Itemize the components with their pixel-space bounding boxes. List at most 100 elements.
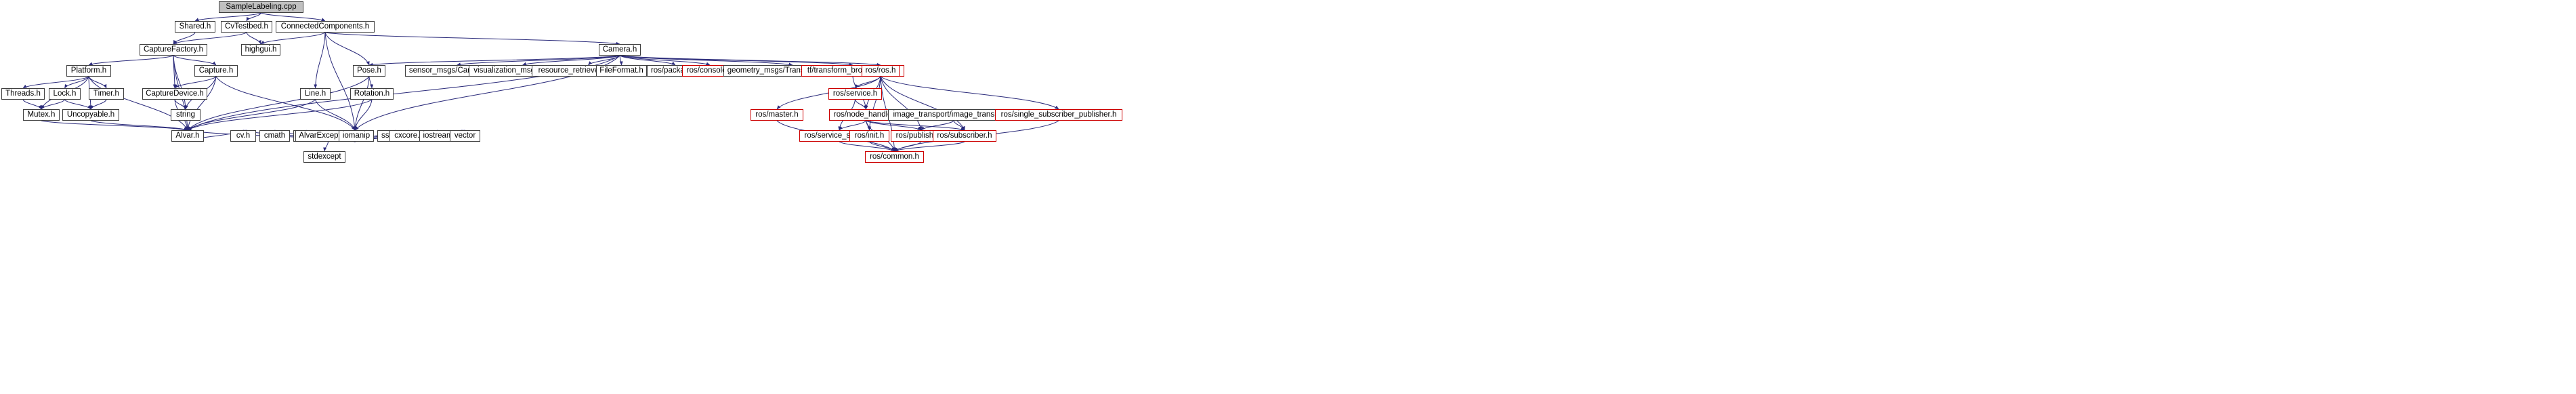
- graph-node-ros_single_subscriber_publisher[interactable]: ros/single_subscriber_publisher.h: [995, 109, 1122, 121]
- graph-edge: [41, 99, 65, 110]
- graph-edge: [866, 120, 871, 131]
- graph-node-capturedevice[interactable]: CaptureDevice.h: [142, 88, 207, 100]
- graph-node-lock[interactable]: Lock.h: [49, 88, 81, 100]
- graph-node-camera[interactable]: Camera.h: [599, 44, 641, 56]
- graph-node-uncopyable[interactable]: Uncopyable.h: [62, 109, 119, 121]
- graph-node-pose[interactable]: Pose.h: [353, 65, 385, 77]
- graph-node-label: ros/service.h: [832, 89, 878, 98]
- graph-edge: [866, 120, 922, 131]
- graph-edge: [173, 32, 196, 45]
- graph-node-threads[interactable]: Threads.h: [1, 88, 45, 100]
- graph-node-highgui[interactable]: highgui.h: [241, 44, 280, 56]
- graph-node-ros_subscriber[interactable]: ros/subscriber.h: [933, 130, 996, 142]
- graph-edge: [323, 141, 329, 152]
- graph-edge: [839, 120, 866, 131]
- graph-node-label: ros/master.h: [755, 110, 799, 119]
- graph-node-capturefactory[interactable]: CaptureFactory.h: [140, 44, 207, 56]
- graph-node-ros_service[interactable]: ros/service.h: [828, 88, 882, 100]
- graph-node-shared[interactable]: Shared.h: [175, 21, 215, 33]
- graph-node-connectedcomponents[interactable]: ConnectedComponents.h: [276, 21, 375, 33]
- graph-node-label: image_transport/image_transport.h: [893, 110, 1015, 119]
- graph-node-platform[interactable]: Platform.h: [66, 65, 111, 77]
- graph-edge: [215, 76, 356, 131]
- graph-node-label: Line.h: [304, 89, 326, 98]
- graph-node-label: CaptureFactory.h: [144, 45, 203, 54]
- graph-edge: [880, 76, 965, 131]
- graph-edge: [187, 99, 316, 131]
- graph-node-iomanip[interactable]: iomanip: [339, 130, 374, 142]
- graph-node-rotation[interactable]: Rotation.h: [350, 88, 394, 100]
- graph-edge: [324, 32, 357, 131]
- graph-edge: [921, 120, 954, 131]
- graph-node-cv[interactable]: cv.h: [230, 130, 256, 142]
- graph-node-label: ros/node_handle.h: [833, 110, 899, 119]
- graph-node-vector[interactable]: vector: [450, 130, 480, 142]
- graph-edge: [246, 12, 261, 22]
- graph-edge: [173, 55, 217, 66]
- graph-edge: [64, 99, 91, 110]
- graph-edge: [457, 55, 620, 66]
- graph-edge: [368, 76, 374, 89]
- graph-node-label: sensor_msgs/CameraInfo.h: [408, 66, 505, 75]
- graph-edge: [187, 99, 373, 131]
- graph-node-label: geometry_msgs/TransformStamped.h: [727, 66, 858, 75]
- graph-node-label: ros/single_subscriber_publisher.h: [1000, 110, 1117, 119]
- graph-edge: [260, 32, 326, 45]
- graph-node-label: cxcore.h: [394, 131, 424, 140]
- graph-node-samplelabeling[interactable]: SampleLabeling.cpp: [219, 1, 303, 13]
- graph-node-label: ros/common.h: [870, 152, 919, 161]
- graph-node-cvtestbed[interactable]: CvTestbed.h: [221, 21, 272, 33]
- graph-node-stdexcept[interactable]: stdexcept: [303, 151, 345, 163]
- graph-node-ros_ros[interactable]: ros/ros.h: [862, 65, 900, 77]
- graph-edge: [619, 55, 853, 66]
- graph-node-mutex[interactable]: Mutex.h: [23, 109, 60, 121]
- graph-node-label: resource_retriever/retriever.h: [538, 66, 639, 75]
- graph-node-iostream[interactable]: iostream: [419, 130, 457, 142]
- graph-edge: [368, 55, 620, 66]
- graph-node-label: Pose.h: [357, 66, 381, 75]
- graph-node-alvar[interactable]: Alvar.h: [171, 130, 204, 142]
- graph-node-label: ros/publisher.h: [895, 131, 947, 140]
- graph-edge: [64, 76, 89, 89]
- graph-node-label: Timer.h: [93, 89, 119, 98]
- graph-node-image_transport[interactable]: image_transport/image_transport.h: [888, 109, 1019, 121]
- graph-edge: [619, 55, 623, 66]
- graph-node-label: Rotation.h: [354, 89, 390, 98]
- graph-node-label: ConnectedComponents.h: [280, 22, 370, 31]
- graph-node-capture[interactable]: Capture.h: [194, 65, 238, 77]
- graph-edge: [90, 120, 188, 131]
- graph-node-ros_init[interactable]: ros/init.h: [849, 130, 889, 142]
- graph-node-string[interactable]: string: [171, 109, 200, 121]
- graph-node-label: ros/console.h: [686, 66, 734, 75]
- graph-node-ros_master[interactable]: ros/master.h: [751, 109, 803, 121]
- graph-node-label: ros/ros.h: [865, 66, 896, 75]
- graph-node-label: string: [175, 110, 196, 119]
- graph-node-ros_node_handle[interactable]: ros/node_handle.h: [829, 109, 903, 121]
- graph-node-label: highgui.h: [245, 45, 277, 54]
- graph-edge: [173, 32, 247, 45]
- graph-edge: [324, 32, 370, 66]
- graph-node-label: Capture.h: [198, 66, 234, 75]
- graph-edge: [619, 55, 676, 66]
- graph-edge: [246, 32, 261, 45]
- graph-edge: [855, 99, 867, 110]
- graph-node-line[interactable]: Line.h: [300, 88, 331, 100]
- graph-node-label: Threads.h: [5, 89, 41, 98]
- graph-edge: [894, 141, 965, 152]
- graph-node-label: Camera.h: [602, 45, 637, 54]
- graph-node-label: Lock.h: [53, 89, 77, 98]
- graph-node-timer[interactable]: Timer.h: [89, 88, 124, 100]
- graph-edge: [22, 99, 42, 110]
- graph-node-label: ros/subscriber.h: [937, 131, 992, 140]
- graph-node-label: ros/service_server.h: [804, 131, 874, 140]
- graph-edge: [88, 76, 107, 89]
- graph-node-label: SampleLabeling.cpp: [226, 2, 297, 11]
- graph-edge: [314, 32, 326, 89]
- graph-node-cmath[interactable]: cmath: [259, 130, 290, 142]
- graph-node-fileformat[interactable]: FileFormat.h: [596, 65, 647, 77]
- graph-edge: [869, 141, 895, 152]
- graph-edge: [839, 141, 895, 152]
- graph-node-label: iomanip: [342, 131, 371, 140]
- graph-node-ros_common[interactable]: ros/common.h: [865, 151, 924, 163]
